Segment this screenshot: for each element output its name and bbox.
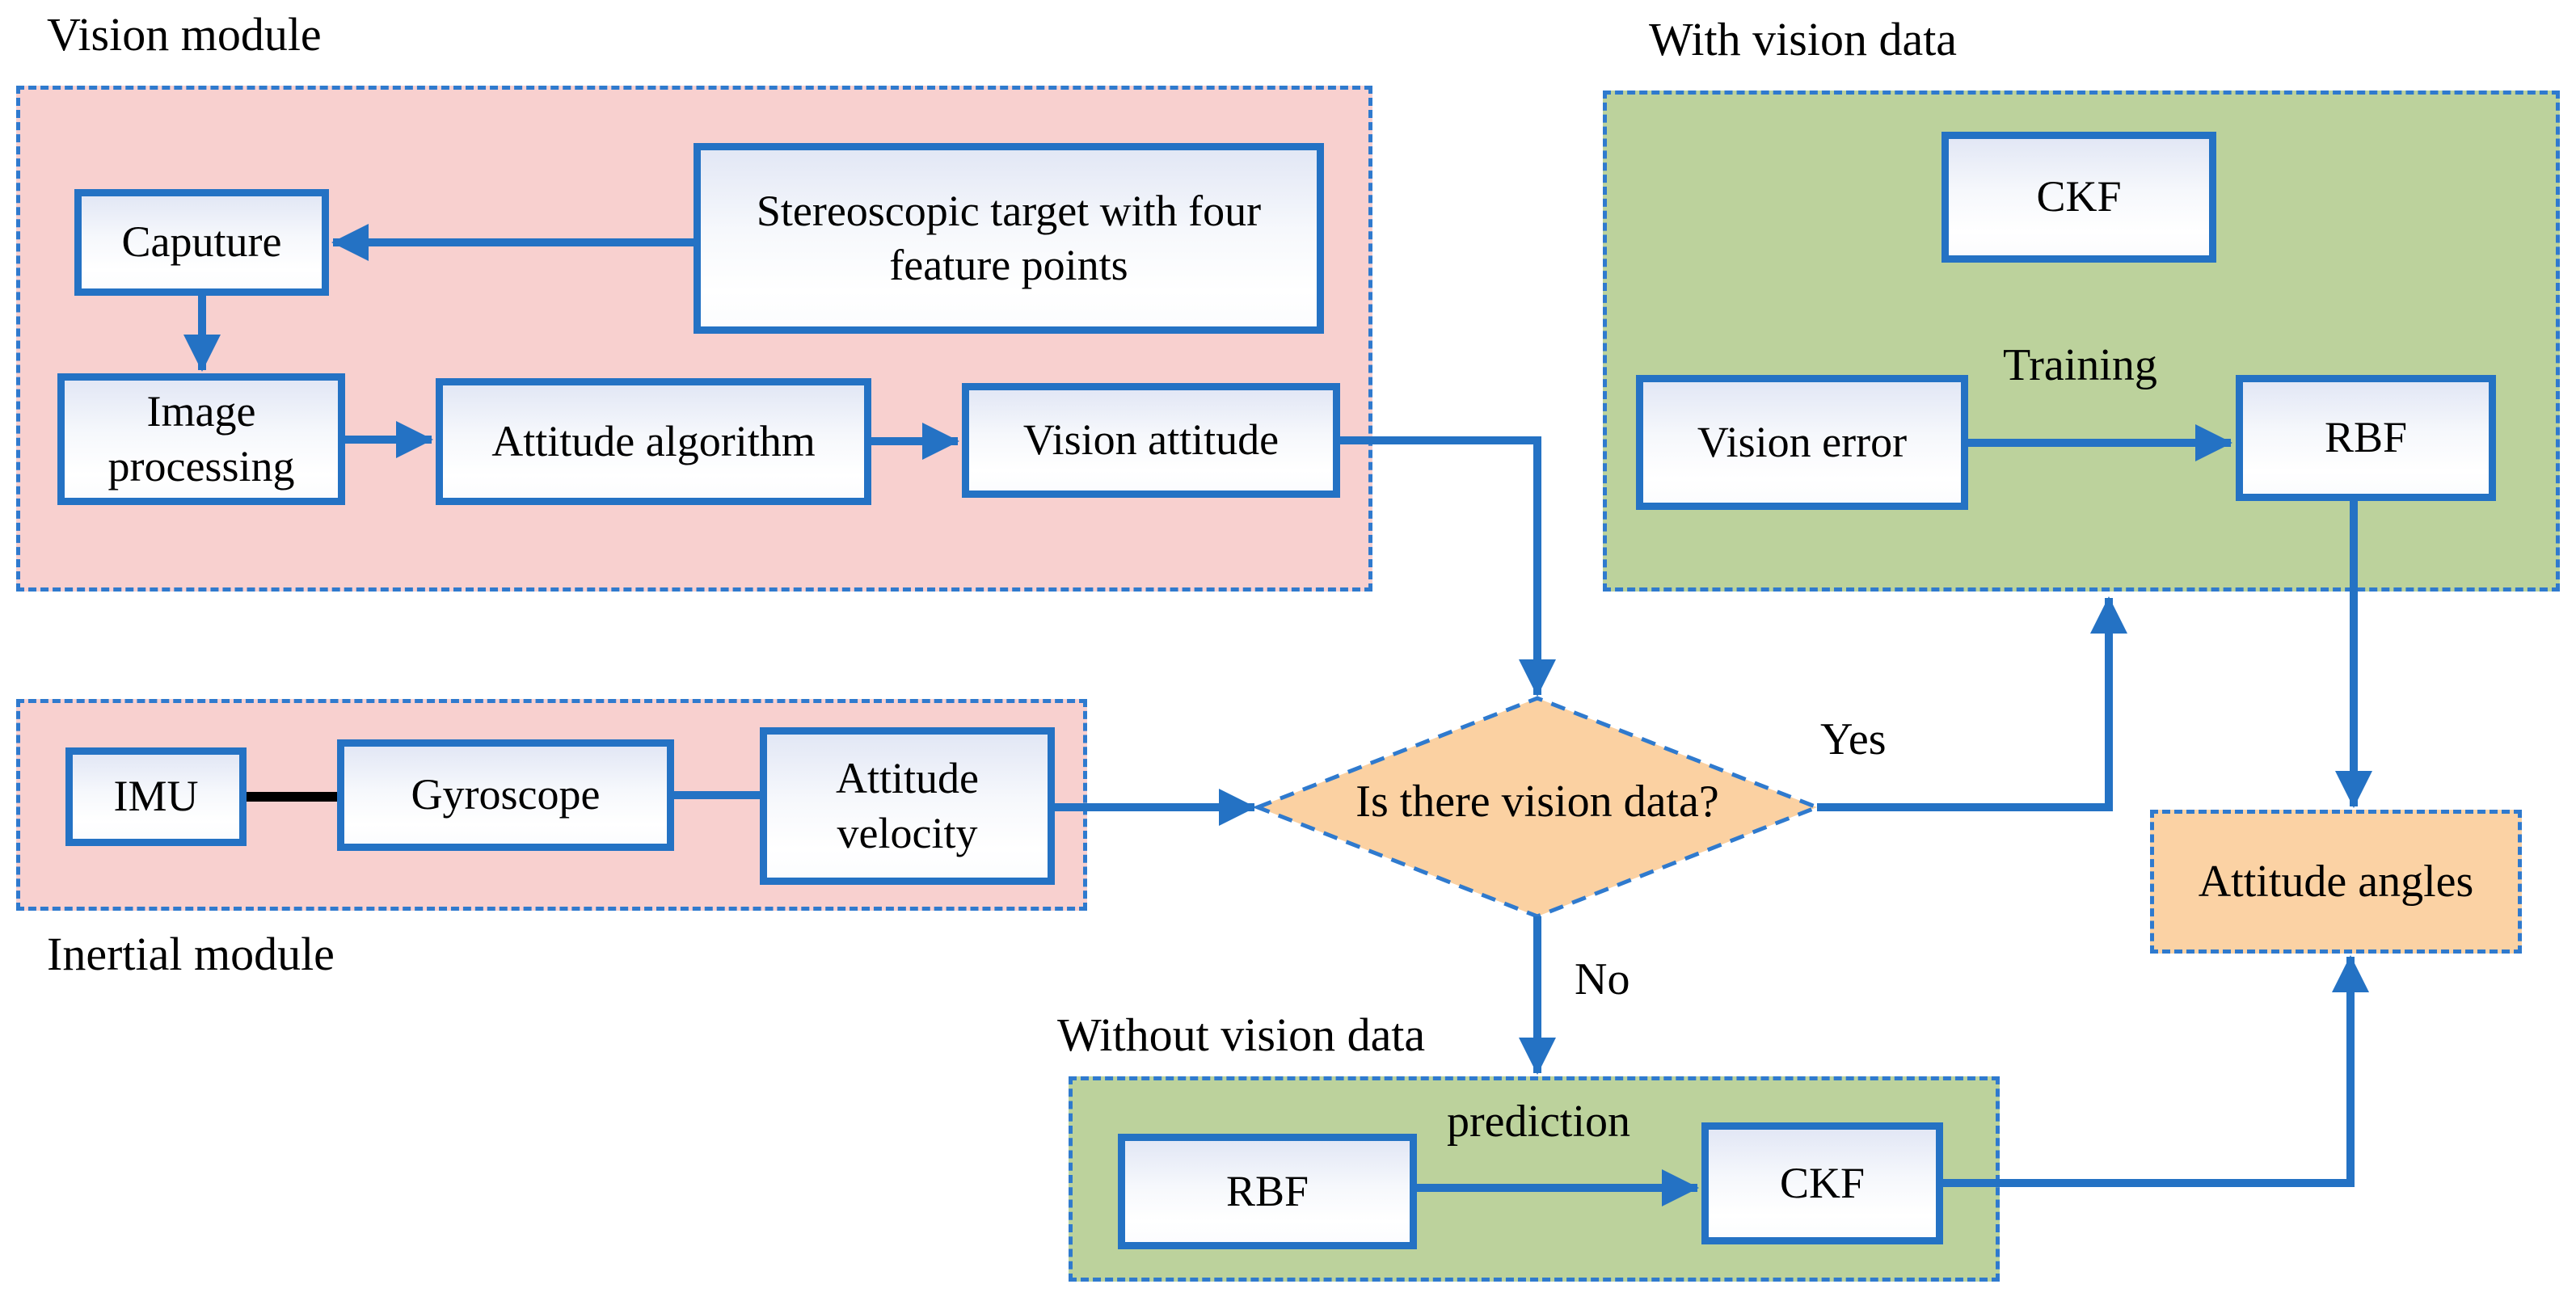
node-ckf-bottom-label: CKF xyxy=(1779,1158,1866,1207)
node-gyroscope-label: Gyroscope xyxy=(411,770,601,819)
node-imu-label: IMU xyxy=(113,772,199,821)
edge-label-training: Training xyxy=(2003,340,2157,390)
edge-label-prediction: prediction xyxy=(1447,1097,1631,1147)
node-attitude-algorithm-label: Attitude algorithm xyxy=(491,416,816,465)
node-capture: Caputure xyxy=(74,189,329,296)
node-vision-error-label: Vision error xyxy=(1697,417,1908,466)
decision-diamond xyxy=(1252,696,1823,919)
node-image-processing-label: Image processing xyxy=(108,387,295,491)
without-vision-module-title: Without vision data xyxy=(1057,1008,1426,1061)
node-rbf-bottom: RBF xyxy=(1118,1134,1417,1249)
node-stereo-target: Stereoscopic target with four feature po… xyxy=(694,143,1324,334)
node-capture-label: Caputure xyxy=(121,217,282,267)
inertial-module-title: Inertial module xyxy=(47,928,335,980)
node-ckf-bottom: CKF xyxy=(1701,1122,1943,1244)
node-rbf-top: RBF xyxy=(2236,375,2496,501)
node-vision-attitude: Vision attitude xyxy=(962,383,1340,498)
edge-label-no: No xyxy=(1575,954,1630,1004)
node-ckf-top: CKF xyxy=(1941,132,2216,263)
connector-ckf-to-attitudeangles xyxy=(1943,955,2370,1187)
decision-label: Is there vision data? xyxy=(1355,777,1719,827)
connector-visionattitude-to-decision xyxy=(1340,436,1556,697)
node-gyroscope: Gyroscope xyxy=(337,739,674,851)
attitude-angles-box: Attitude angles xyxy=(2150,810,2522,954)
node-attitude-algorithm: Attitude algorithm xyxy=(436,378,871,505)
node-rbf-bottom-label: RBF xyxy=(1225,1166,1309,1215)
vision-module-title: Vision module xyxy=(47,8,322,61)
node-vision-error: Vision error xyxy=(1636,375,1968,510)
node-imu: IMU xyxy=(65,747,247,846)
connector-decision-yes-to-withvision xyxy=(1817,596,2128,811)
node-attitude-velocity-label: Attitude velocity xyxy=(836,754,979,857)
with-vision-module-title: With vision data xyxy=(1649,13,1958,65)
node-ckf-top-label: CKF xyxy=(2036,172,2122,221)
node-stereo-target-label: Stereoscopic target with four feature po… xyxy=(756,186,1262,290)
node-image-processing: Image processing xyxy=(57,373,345,505)
edge-label-yes: Yes xyxy=(1820,714,1887,764)
node-rbf-top-label: RBF xyxy=(2324,413,2408,462)
node-vision-attitude-label: Vision attitude xyxy=(1022,415,1280,465)
attitude-angles-label: Attitude angles xyxy=(2198,857,2474,907)
node-attitude-velocity: Attitude velocity xyxy=(760,727,1055,885)
